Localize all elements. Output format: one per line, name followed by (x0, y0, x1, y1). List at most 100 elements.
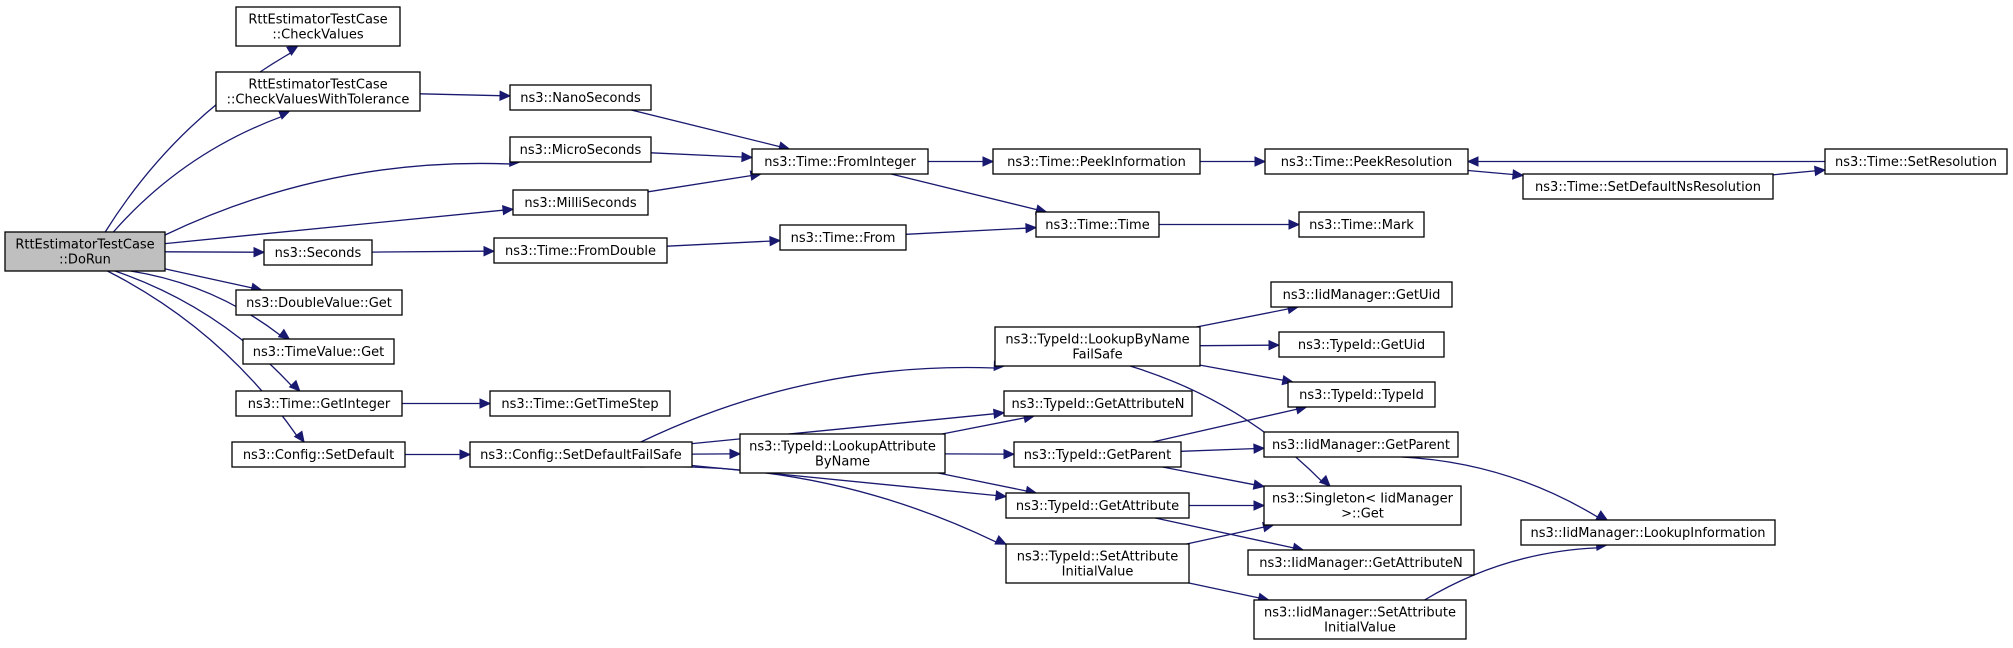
node-root[interactable]: RttEstimatorTestCase::DoRun (4, 231, 166, 272)
edge-time_setdefaultns-to-time_setresolution (1772, 165, 1827, 177)
edge-line (164, 209, 504, 245)
node-label: ns3::Time::FromDouble (505, 244, 656, 259)
node-box (779, 224, 907, 251)
node-check_values_tol[interactable]: RttEstimatorTestCase::CheckValuesWithTol… (215, 71, 421, 112)
edge-line (666, 240, 771, 247)
arrowhead-icon (1814, 165, 1827, 177)
node-label: ns3::IidManager::GetParent (1272, 438, 1450, 453)
node-label: >::Get (1341, 507, 1384, 522)
node-timevalue_get[interactable]: ns3::TimeValue::Get (242, 338, 395, 365)
node-label: ns3::Time::Time (1045, 218, 1149, 233)
node-box (1253, 599, 1467, 640)
node-seconds[interactable]: ns3::Seconds (263, 239, 373, 266)
node-time_from[interactable]: ns3::Time::From (779, 224, 907, 251)
node-iid_getuid[interactable]: ns3::IidManager::GetUid (1270, 281, 1453, 308)
node-time_getinteger[interactable]: ns3::Time::GetInteger (235, 390, 403, 417)
node-box (1298, 211, 1425, 238)
edge-line (1772, 170, 1816, 176)
edge-typeid_getparent-to-iid_getparent (1180, 443, 1266, 454)
node-box (215, 71, 421, 112)
arrowhead-icon (995, 490, 1008, 501)
edge-typeid_lookupbyname-to-typeid_typeid (1199, 364, 1295, 386)
node-box (235, 289, 403, 316)
arrowhead-icon (483, 245, 496, 257)
node-box (509, 84, 652, 111)
node-typeid_getattributen[interactable]: ns3::TypeId::GetAttributeN (1003, 390, 1193, 417)
node-time_peekresolution[interactable]: ns3::Time::PeekResolution (1264, 148, 1469, 175)
node-box (1005, 543, 1190, 584)
edge-config_setdefault-to-config_setdefaultfs (404, 449, 472, 460)
edge-microseconds-to-time_frominteger (650, 151, 754, 163)
node-label: ns3::Time::From (791, 231, 896, 246)
node-time_fromdouble[interactable]: ns3::Time::FromDouble (493, 237, 668, 264)
edge-root-to-check_values (104, 45, 299, 233)
node-time_peekinformation[interactable]: ns3::Time::PeekInformation (992, 148, 1201, 175)
node-time_gettimestep[interactable]: ns3::Time::GetTimeStep (489, 390, 671, 417)
node-typeid_getparent[interactable]: ns3::TypeId::GetParent (1013, 441, 1182, 468)
node-iid_setattrinit[interactable]: ns3::IidManager::SetAttributeInitialValu… (1253, 599, 1467, 640)
node-label: ns3::MicroSeconds (520, 143, 642, 158)
node-config_setdefault[interactable]: ns3::Config::SetDefault (231, 441, 406, 468)
node-label: ns3::IidManager::SetAttribute (1264, 606, 1456, 621)
edge-line (631, 109, 780, 148)
edge-line (1199, 364, 1284, 381)
node-label: ns3::MilliSeconds (524, 196, 637, 211)
node-iid_getparent[interactable]: ns3::IidManager::GetParent (1263, 431, 1459, 458)
node-label: ns3::Time::SetResolution (1835, 155, 1997, 170)
edge-config_setdefaultfs-to-typeid_lookupbyname (640, 360, 1006, 443)
node-milliseconds[interactable]: ns3::MilliSeconds (512, 189, 649, 216)
edge-time_from-to-time_time (905, 222, 1038, 235)
node-box (231, 441, 406, 468)
node-label: ns3::TypeId::LookupAttribute (749, 440, 936, 455)
node-typeid_getattribute[interactable]: ns3::TypeId::GetAttribute (1005, 492, 1190, 519)
node-typeid_typeid[interactable]: ns3::TypeId::TypeId (1287, 381, 1436, 408)
node-label: ns3::TypeId::GetUid (1298, 338, 1425, 353)
node-label: FailSafe (1072, 348, 1122, 363)
edge-line (1180, 447, 1255, 452)
edge-seconds-to-time_fromdouble (371, 245, 496, 257)
node-nanoseconds[interactable]: ns3::NanoSeconds (509, 84, 652, 111)
edge-line (112, 116, 282, 233)
node-box (1035, 211, 1160, 238)
node-label: ns3::IidManager::LookupInformation (1530, 526, 1765, 541)
node-label: ns3::Seconds (275, 246, 362, 261)
node-config_setdefaultfs[interactable]: ns3::Config::SetDefaultFailSafe (469, 441, 693, 468)
edge-typeid_lookupbyname-to-iid_getuid (1196, 303, 1300, 328)
node-time_time[interactable]: ns3::Time::Time (1035, 211, 1160, 238)
node-box (1263, 431, 1459, 458)
node-singleton_get[interactable]: ns3::Singleton< IidManager>::Get (1263, 485, 1462, 526)
node-label: ns3::Time::PeekInformation (1007, 155, 1186, 170)
node-label: ns3::Time::SetDefaultNsResolution (1535, 180, 1761, 195)
edge-line (691, 413, 995, 445)
edge-line (647, 174, 752, 193)
edge-time_setresolution-to-time_peekresolution (1466, 156, 1825, 167)
edge-time_time-to-time_mark (1159, 219, 1301, 230)
arrowhead-icon (499, 90, 512, 101)
node-label: ns3::Time::GetTimeStep (501, 397, 658, 412)
node-iid_getattributen[interactable]: ns3::IidManager::GetAttributeN (1247, 549, 1475, 576)
edge-root-to-time_getinteger (114, 270, 301, 392)
edge-line (164, 268, 253, 289)
arrowhead-icon (741, 151, 754, 163)
node-label: ns3::Time::Mark (1309, 218, 1414, 233)
node-doublevalue_get[interactable]: ns3::DoubleValue::Get (235, 289, 403, 316)
edges-layer (104, 45, 1827, 603)
node-time_mark[interactable]: ns3::Time::Mark (1298, 211, 1425, 238)
arrowhead-icon (1253, 500, 1266, 511)
node-typeid_getuid[interactable]: ns3::TypeId::GetUid (1278, 331, 1445, 358)
node-microseconds[interactable]: ns3::MicroSeconds (509, 136, 652, 163)
node-label: InitialValue (1324, 621, 1396, 636)
node-label: ns3::Singleton< IidManager (1272, 492, 1454, 507)
node-iid_lookupinfo[interactable]: ns3::IidManager::LookupInformation (1520, 519, 1776, 546)
node-check_values[interactable]: RttEstimatorTestCase::CheckValues (235, 6, 401, 47)
arrowhead-icon (982, 156, 995, 167)
node-time_frominteger[interactable]: ns3::Time::FromInteger (751, 148, 929, 175)
edge-typeid_getattribute-to-singleton_get (1188, 500, 1266, 511)
node-time_setdefaultns[interactable]: ns3::Time::SetDefaultNsResolution (1522, 173, 1774, 200)
node-time_setresolution[interactable]: ns3::Time::SetResolution (1824, 148, 2008, 175)
arrowhead-icon (253, 246, 266, 258)
